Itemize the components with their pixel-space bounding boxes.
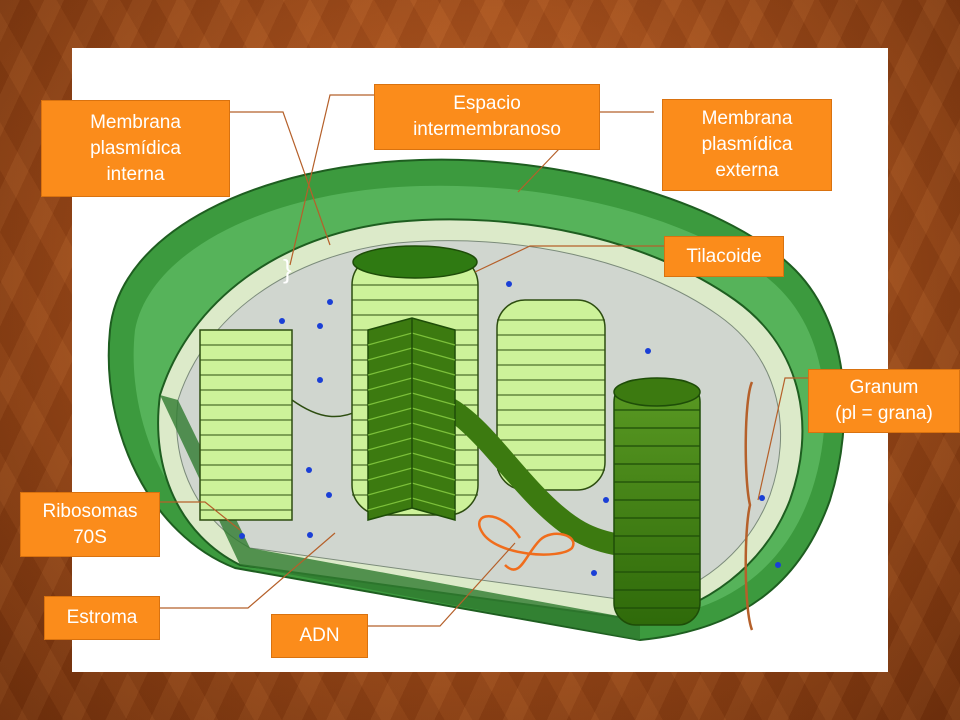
cut-face — [160, 395, 640, 640]
label-line: (pl = grana) — [835, 403, 933, 424]
label-line: Ribosomas — [42, 500, 138, 522]
granum-bracket — [744, 381, 754, 631]
label-granum: Granum (pl = grana) — [808, 369, 960, 433]
label-line: Membrana — [701, 108, 793, 129]
label-line: externa — [715, 160, 779, 181]
label-line: Espacio — [453, 93, 521, 114]
leader-lines — [158, 94, 808, 627]
label-line: Tilacoide — [686, 245, 762, 267]
granum-right-middle — [496, 299, 606, 491]
label-line: Membrana — [90, 111, 181, 133]
label-line: Granum — [849, 377, 919, 398]
label-line: 70S — [73, 526, 107, 548]
label-line: plasmídica — [701, 134, 793, 155]
granum-cut — [367, 317, 456, 521]
label-estroma: Estroma — [44, 596, 160, 640]
label-line: Estroma — [66, 607, 138, 628]
label-line: ADN — [299, 625, 340, 646]
granum-front-right — [613, 377, 701, 626]
ribosomes — [239, 281, 781, 576]
membrane-bracket-glyph: } — [283, 254, 292, 284]
stroma-lamella — [419, 389, 631, 556]
dna-loop — [478, 515, 575, 571]
label-espacio-intermembranoso: Espacio intermembranoso — [374, 84, 600, 150]
label-tilacoide: Tilacoide — [664, 236, 784, 277]
label-adn: ADN — [271, 614, 368, 658]
label-line: intermembranoso — [413, 119, 561, 140]
label-ribosomas: Ribosomas 70S — [20, 492, 160, 557]
label-line: interna — [106, 163, 165, 185]
label-membrana-interna: Membrana plasmídica interna — [41, 100, 230, 197]
label-membrana-externa: Membrana plasmídica externa — [662, 99, 832, 191]
label-line: plasmídica — [90, 137, 181, 159]
